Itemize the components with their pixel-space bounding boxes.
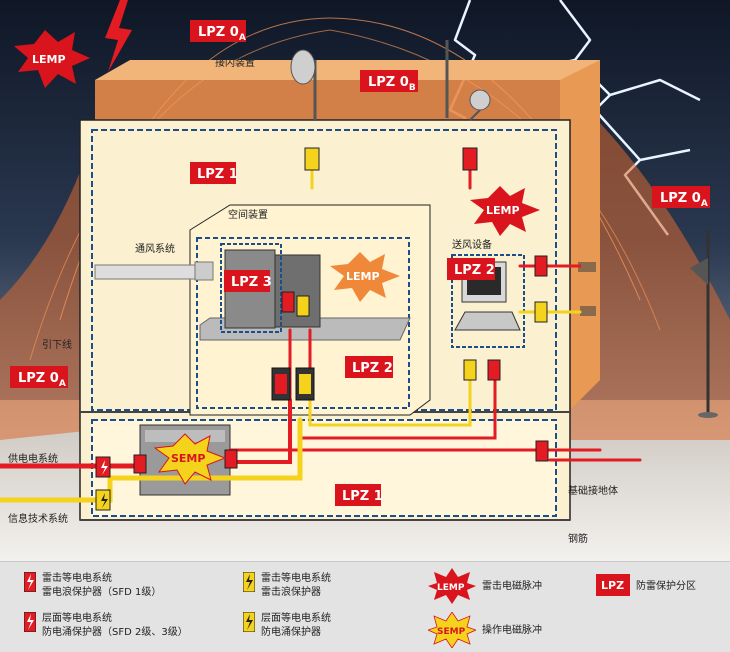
lpz-legend-icon: LPZ bbox=[596, 574, 630, 596]
zone-label-lpz0b: LPZ 0B bbox=[360, 70, 418, 93]
spd-data-main bbox=[95, 489, 111, 511]
air-terminal-label: 接闪装置 bbox=[215, 56, 255, 69]
spd-power-main bbox=[95, 456, 111, 478]
power-distribution-line bbox=[228, 398, 292, 464]
zone-label-lpz2-computer: LPZ 2 bbox=[447, 258, 495, 280]
spd-outlet-data bbox=[534, 301, 548, 323]
svg-text:LPZ: LPZ bbox=[601, 579, 624, 592]
spd-cabinet-in bbox=[133, 454, 147, 474]
svg-text:SEMP: SEMP bbox=[171, 452, 205, 465]
svg-text:SEMP: SEMP bbox=[437, 627, 466, 637]
zone-label-lpz3: LPZ 3 bbox=[224, 270, 272, 292]
zone-label-lpz0a-top: LPZ 0A bbox=[190, 20, 246, 43]
svg-text:LEMP: LEMP bbox=[32, 53, 66, 66]
street-lamp-icon bbox=[690, 258, 708, 285]
lpz3-shield bbox=[220, 243, 282, 333]
down-conductor-label: 引下线 bbox=[42, 338, 72, 351]
lpz2-computer-shield bbox=[451, 254, 525, 348]
zone-label-lpz1-top: LPZ 1 bbox=[190, 162, 238, 184]
zone-label-lpz1-bottom: LPZ 1 bbox=[335, 484, 383, 506]
svg-text:LEMP: LEMP bbox=[437, 583, 465, 593]
wall-lamp-icon bbox=[578, 262, 596, 272]
spd-subpanel bbox=[271, 367, 315, 401]
spd-roof-data bbox=[304, 147, 320, 171]
spd-power-class1-icon bbox=[24, 572, 36, 592]
ventilation-eq-label: 送风设备 bbox=[452, 238, 492, 251]
legend-lemp-desc: 雷击电磁脉冲 bbox=[482, 581, 542, 592]
svg-text:LPZ 1: LPZ 1 bbox=[197, 167, 238, 182]
svg-text:LPZ 0A: LPZ 0A bbox=[660, 191, 708, 209]
semp-legend-icon: SEMP bbox=[428, 612, 476, 648]
spd-rack bbox=[281, 291, 310, 317]
spd-data-class1-icon bbox=[243, 572, 255, 592]
zone-label-lpz0a-right: LPZ 0A bbox=[652, 186, 710, 209]
legend-item-1: 雷击等电电系统雷电浪保护器（SFD 1级） bbox=[42, 573, 162, 598]
ventilation-duct bbox=[94, 264, 196, 280]
svg-text:LPZ 0A: LPZ 0A bbox=[18, 371, 66, 389]
spd-data-class23-icon bbox=[243, 612, 255, 632]
lpz2-shield bbox=[196, 237, 410, 409]
lpz0a-zone-right bbox=[560, 85, 730, 440]
svg-text:LPZ 2: LPZ 2 bbox=[454, 263, 495, 278]
svg-text:LEMP: LEMP bbox=[346, 270, 380, 283]
data-feed-line bbox=[0, 417, 303, 503]
svg-text:LPZ 0A: LPZ 0A bbox=[198, 25, 246, 43]
spd-cabinet-out bbox=[224, 449, 238, 469]
spd-exit-power bbox=[535, 440, 549, 462]
lightning-strike-icon bbox=[105, 0, 132, 72]
legend: 雷击等电电系统雷电浪保护器（SFD 1级） 雷击等电电系统雷击浪保护器 层面等电… bbox=[0, 561, 730, 652]
lemp-burst-inner: LEMP bbox=[330, 252, 400, 302]
spd-computer bbox=[463, 359, 501, 381]
legend-semp-desc: 操作电磁脉冲 bbox=[482, 625, 542, 636]
lightning-protection-diagram: LPZ 0A LPZ 0B LPZ 0A LPZ 0A LPZ 1 LPZ 1 … bbox=[0, 0, 730, 561]
legend-lpz-desc: 防雷保护分区 bbox=[636, 581, 696, 592]
semp-burst: SEMP bbox=[153, 433, 227, 485]
svg-text:LPZ 0B: LPZ 0B bbox=[368, 75, 416, 93]
lemp-burst-mid: LEMP bbox=[470, 186, 540, 236]
legend-item-4: 层面等电电系统防电涌保护器 bbox=[261, 613, 331, 638]
svg-text:LPZ 1: LPZ 1 bbox=[342, 489, 383, 504]
lemp-legend-icon: LEMP bbox=[428, 568, 476, 604]
weather-sensor-icon bbox=[469, 89, 491, 111]
ventilation-label: 通风系统 bbox=[135, 242, 175, 255]
svg-text:LPZ 3: LPZ 3 bbox=[231, 275, 272, 290]
zone-label-lpz2-room: LPZ 2 bbox=[345, 356, 393, 378]
wall-lamp-icon-2 bbox=[580, 306, 596, 316]
svg-text:LPZ 2: LPZ 2 bbox=[352, 361, 393, 376]
spd-power-class23-icon bbox=[24, 612, 36, 632]
lemp-burst-top: LEMP bbox=[14, 30, 90, 88]
spd-roof-power bbox=[462, 147, 478, 171]
spd-outlet-power bbox=[534, 255, 548, 277]
power-system-label: 供电电系统 bbox=[8, 452, 58, 465]
space-shield-label: 空间装置 bbox=[228, 208, 268, 221]
lpz0a-zone-left bbox=[0, 130, 95, 440]
rebar-label: 钢筋 bbox=[568, 532, 588, 545]
foundation-earth-label: 基础接地体 bbox=[568, 484, 618, 497]
legend-item-3: 层面等电电系统防电涌保护器（SFD 2级、3级） bbox=[42, 613, 188, 638]
satellite-dish-icon bbox=[290, 49, 316, 85]
legend-item-2: 雷击等电电系统雷击浪保护器 bbox=[261, 573, 331, 598]
svg-text:LEMP: LEMP bbox=[486, 204, 520, 217]
it-system-label: 信息技术系统 bbox=[8, 512, 68, 525]
roof-top bbox=[95, 60, 600, 80]
computer-keyboard bbox=[454, 311, 521, 331]
zone-label-lpz0a-left: LPZ 0A bbox=[10, 366, 68, 389]
